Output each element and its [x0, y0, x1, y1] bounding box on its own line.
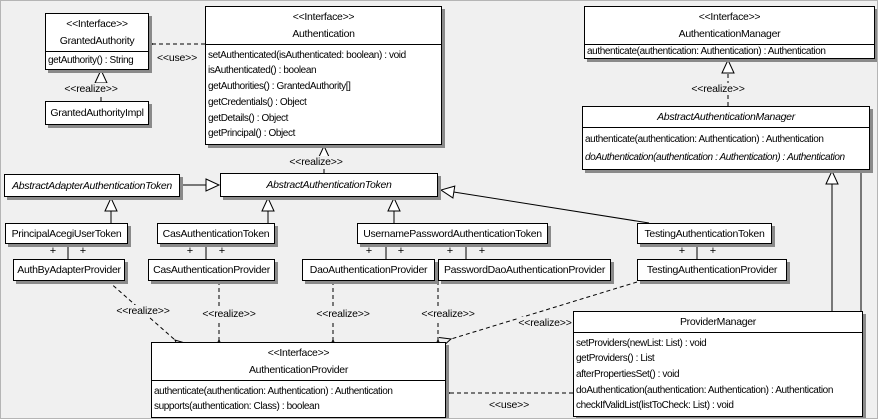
class-password-dao-authentication-provider: PasswordDaoAuthenticationProvider — [438, 259, 611, 281]
class-abstract-authentication-token: AbstractAuthenticationToken — [220, 173, 438, 197]
class-authentication: <<Interface>> Authentication setAuthenti… — [205, 6, 442, 145]
method-label: authenticate(authentication: Authenticat… — [585, 134, 824, 146]
multiplicity-label: + — [709, 245, 717, 257]
class-cas-authentication-provider: CasAuthenticationProvider — [148, 259, 275, 281]
realize-label: <<realize>> — [315, 308, 371, 320]
realize-label: <<realize>> — [420, 308, 476, 320]
class-username-password-authentication-token: UsernamePasswordAuthenticationToken — [357, 223, 548, 244]
method-label: getAuthorities() : GrantedAuthority[] — [208, 81, 351, 93]
edge-gen-testingtoken-abstracttoken — [439, 185, 650, 224]
class-testing-authentication-provider: TestingAuthenticationProvider — [637, 259, 787, 281]
method-list: setAuthenticated(isAuthenticated: boolea… — [206, 45, 441, 144]
class-header: AbstractAuthenticationManager — [583, 107, 869, 128]
use-label: <<use>> — [155, 52, 199, 64]
method-label: setAuthenticated(isAuthenticated: boolea… — [208, 49, 406, 61]
method-list: setProviders(newList: List) : void getPr… — [574, 333, 862, 416]
class-dao-authentication-provider: DaoAuthenticationProvider — [302, 259, 435, 281]
multiplicity-label: + — [49, 245, 57, 257]
class-abstract-authentication-manager: AbstractAuthenticationManager authentica… — [582, 106, 870, 170]
method-list: authenticate(authentication: Authenticat… — [152, 381, 445, 417]
class-header: <<Interface>> AuthenticationProvider — [152, 343, 445, 381]
realize-label: <<realize>> — [517, 317, 573, 329]
class-name: AbstractAuthenticationManager — [657, 111, 795, 123]
class-header: <<Interface>> AuthenticationManager — [585, 7, 874, 45]
multiplicity-label: + — [446, 245, 454, 257]
class-granted-authority-impl: GrantedAuthorityImpl — [45, 101, 149, 125]
method-label: getPrincipal() : Object — [208, 128, 295, 140]
class-header: ProviderManager — [574, 312, 862, 333]
class-name: Authentication — [292, 27, 355, 40]
method-label: getProviders() : List — [576, 353, 655, 365]
class-name: TestingAuthenticationToken — [644, 227, 765, 240]
method-label: authenticate(authentication: Authenticat… — [154, 385, 393, 397]
class-authentication-manager: <<Interface>> AuthenticationManager auth… — [584, 6, 875, 59]
multiplicity-label: + — [218, 245, 226, 257]
method-label: setProviders(newList: List) : void — [576, 337, 707, 349]
method-label: afterPropertiesSet() : void — [576, 368, 680, 380]
class-name: PasswordDaoAuthenticationProvider — [443, 264, 606, 276]
class-name: UsernamePasswordAuthenticationToken — [363, 227, 542, 240]
class-name: DaoAuthenticationProvider — [309, 264, 428, 276]
class-name: AuthenticationManager — [678, 27, 781, 40]
method-label: isAuthenticated() : boolean — [208, 65, 317, 77]
method-label: doAuthentication(authentication: Authent… — [576, 384, 833, 396]
method-list: authenticate(authentication: Authenticat… — [585, 45, 874, 58]
class-authentication-provider: <<Interface>> AuthenticationProvider aut… — [151, 342, 446, 418]
realize-label: <<realize>> — [63, 83, 119, 95]
class-name: CasAuthenticationToken — [162, 227, 270, 240]
method-list: authenticate(authentication: Authenticat… — [583, 128, 869, 169]
class-testing-authentication-token: TestingAuthenticationToken — [637, 223, 772, 244]
class-provider-manager: ProviderManager setProviders(newList: Li… — [573, 311, 863, 417]
class-cas-authentication-token: CasAuthenticationToken — [157, 223, 275, 244]
method-label: getAuthority() : String — [48, 55, 134, 66]
multiplicity-label: + — [79, 245, 87, 257]
multiplicity-label: + — [397, 245, 405, 257]
method-label: doAuthentication(authentication : Authen… — [585, 151, 845, 163]
method-label: checkIfValidList(listToCheck: List) : vo… — [576, 400, 734, 412]
multiplicity-label: + — [365, 245, 373, 257]
multiplicity-label: + — [186, 245, 194, 257]
class-name: GrantedAuthorityImpl — [50, 107, 144, 119]
method-label: getDetails() : Object — [208, 112, 288, 124]
class-name: TestingAuthenticationProvider — [646, 264, 778, 276]
realize-label: <<realize>> — [201, 308, 257, 320]
stereotype-label: <<Interface>> — [698, 11, 761, 24]
use-label: <<use>> — [487, 399, 531, 411]
multiplicity-label: + — [478, 245, 486, 257]
method-label: getCredentials() : Object — [208, 96, 307, 108]
class-granted-authority: <<Interface>> GrantedAuthority getAuthor… — [45, 13, 149, 70]
stereotype-label: <<Interface>> — [66, 18, 128, 31]
class-auth-by-adapter-provider: AuthByAdapterProvider — [13, 259, 125, 281]
realize-label: <<realize>> — [690, 83, 746, 95]
stereotype-label: <<Interface>> — [292, 11, 355, 24]
class-abstract-adapter-authentication-token: AbstractAdapterAuthenticationToken — [4, 174, 180, 197]
multiplicity-label: + — [678, 245, 686, 257]
class-name: PrincipalAcegiUserToken — [11, 227, 122, 240]
method-list: getAuthority() : String — [46, 52, 148, 69]
class-principal-acegi-user-token: PrincipalAcegiUserToken — [5, 223, 128, 244]
class-name: AuthByAdapterProvider — [17, 264, 121, 276]
class-name: AbstractAdapterAuthenticationToken — [12, 179, 172, 192]
stereotype-label: <<Interface>> — [267, 347, 330, 360]
class-name: AuthenticationProvider — [248, 363, 349, 376]
edge-realize-testingprovider — [438, 281, 638, 348]
realize-label: <<realize>> — [288, 156, 344, 168]
method-label: supports(authentication: Class) : boolea… — [154, 401, 320, 413]
class-name: ProviderManager — [679, 316, 757, 328]
class-name: AbstractAuthenticationToken — [266, 179, 392, 191]
class-header: <<Interface>> Authentication — [206, 7, 441, 45]
method-label: authenticate(authentication: Authenticat… — [587, 46, 826, 57]
class-name: CasAuthenticationProvider — [153, 264, 270, 276]
realize-label: <<realize>> — [115, 305, 171, 317]
class-name: GrantedAuthority — [59, 34, 135, 47]
class-header: <<Interface>> GrantedAuthority — [46, 14, 148, 52]
